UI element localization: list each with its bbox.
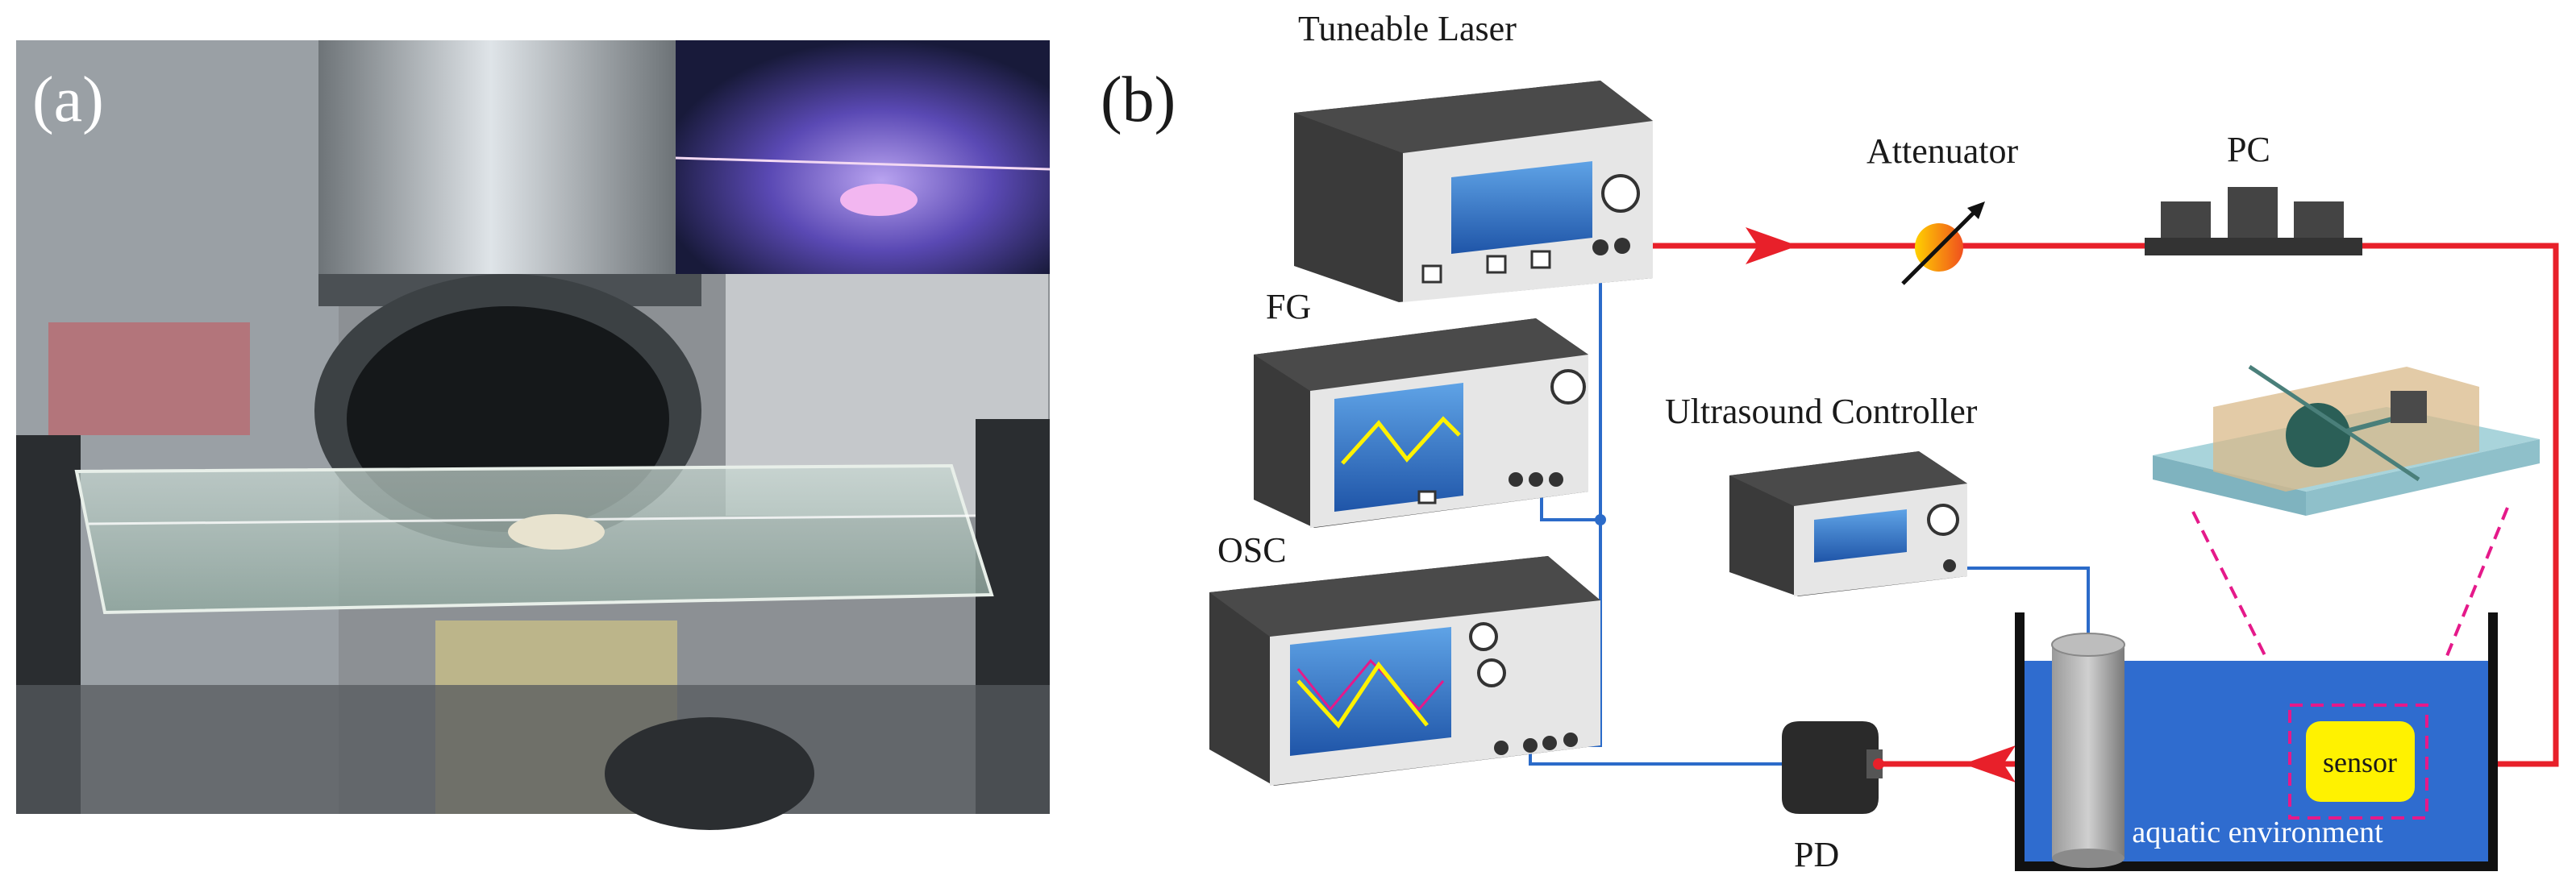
tuneable-laser: [1294, 81, 1653, 302]
sensor-highlight-box: [2288, 704, 2428, 820]
sensor-label: sensor: [2323, 746, 2397, 778]
panel-b-label: (b): [1101, 64, 1176, 135]
aquatic-environment-label: aquatic environment: [2132, 816, 2383, 849]
photodetector: [1782, 721, 1884, 814]
polarization-controller: [2145, 187, 2362, 255]
sensor-3d-inset: [2153, 364, 2540, 516]
pd-label: PD: [1794, 835, 1839, 874]
fg-label: FG: [1266, 287, 1311, 326]
junction-dot: [1595, 514, 1606, 525]
tuneable-laser-label: Tuneable Laser: [1298, 9, 1517, 48]
function-generator: [1254, 318, 1588, 528]
arrow-forward-icon: [1746, 227, 1798, 264]
ultrasound-controller: [1729, 451, 1967, 596]
attenuator-label: Attenuator: [1866, 131, 2019, 171]
ultrasound-label: Ultrasound Controller: [1665, 392, 1978, 431]
arrow-return-icon: [1963, 745, 2016, 782]
osc-label: OSC: [1217, 530, 1287, 570]
pc-label: PC: [2227, 130, 2270, 169]
ultrasound-transducer: [2051, 633, 2125, 868]
attenuator: [1901, 201, 1985, 285]
optical-arrows: [1746, 227, 2016, 782]
inset-image: [675, 40, 1051, 274]
oscilloscope: [1209, 556, 1600, 786]
sensor-box: [2306, 721, 2415, 802]
panel-a-label: (a): [32, 64, 104, 135]
